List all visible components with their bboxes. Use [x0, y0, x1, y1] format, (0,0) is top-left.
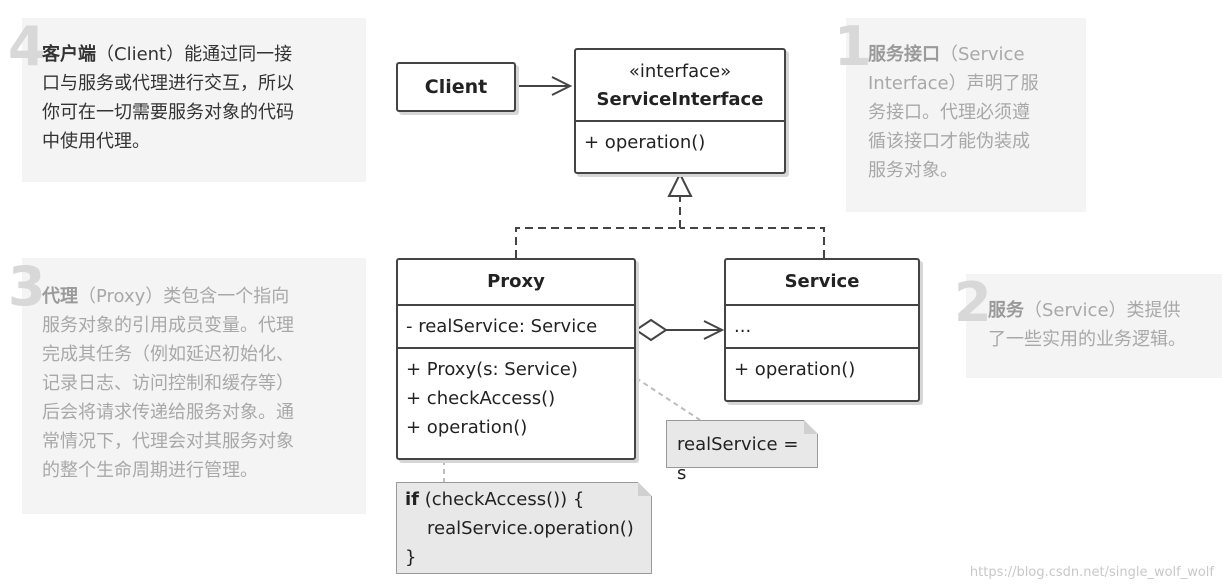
proxy-box: Proxy - realService: Service + Proxy(s: …: [396, 258, 636, 460]
service-methods: + operation(): [726, 347, 918, 390]
code-line: realService.operation(): [427, 518, 634, 539]
service-fields: ...: [726, 306, 918, 347]
note-fold: [638, 482, 652, 496]
aggregation-diamond: [634, 318, 668, 342]
callout-service: 2 服务（Service）类提供 了一些实用的业务逻辑。: [954, 274, 1222, 378]
callout-line: 循该接口才能伪装成: [868, 131, 1030, 152]
callout-title: 服务接口: [868, 44, 940, 65]
proxy-method: + operation(): [406, 417, 528, 438]
note-assign-text: realService = s: [677, 434, 799, 484]
proxy-field: - realService: Service: [406, 316, 598, 337]
callout-line: 服务对象的引用成员变量。代理: [42, 315, 294, 336]
callout-line: 完成其任务（例如延迟初始化、: [42, 344, 294, 365]
callout-number: 1: [834, 15, 872, 78]
service-field: ...: [734, 316, 752, 337]
callout-line: 口与服务或代理进行交互，所以: [42, 73, 294, 94]
callout-service-interface: 1 服务接口（Service Interface）声明了服 务接口。代理必须遵 …: [834, 18, 1086, 212]
callout-text: 服务（Service）类提供 了一些实用的业务逻辑。: [988, 296, 1186, 354]
callout-line: Interface）声明了服: [868, 73, 1039, 94]
callout-line: 的整个生命周期进行管理。: [42, 460, 258, 481]
callout-line: 后会将请求传递给服务对象。通: [42, 402, 294, 423]
realization-triangle: [667, 171, 693, 197]
code-line: (checkAccess()) {: [419, 489, 585, 510]
callout-line: （Client）能通过同一接: [96, 44, 293, 65]
callout-line: （Service: [940, 44, 1025, 65]
proxy-methods: + Proxy(s: Service) + checkAccess() + op…: [398, 347, 634, 448]
note-assign: realService = s: [666, 420, 818, 484]
proxy-fields: - realService: Service: [398, 306, 634, 347]
code-line: }: [405, 547, 417, 568]
note-code: if (checkAccess()) { realService.operati…: [396, 482, 652, 574]
callout-line: （Service）类提供: [1024, 300, 1181, 321]
client-association-arrowhead: [551, 76, 573, 96]
interface-name: ServiceInterface: [596, 89, 764, 110]
interface-methods: + operation(): [576, 122, 784, 163]
callout-line: 记录日志、访问控制和缓存等）: [42, 373, 294, 394]
service-header: Service: [726, 260, 918, 306]
callout-proxy: 3 代理（Proxy）类包含一个指向 服务对象的引用成员变量。代理 完成其任务（…: [8, 258, 366, 514]
callout-line: 了一些实用的业务逻辑。: [988, 329, 1186, 350]
callout-title: 代理: [42, 286, 78, 307]
callout-line: 务接口。代理必须遵: [868, 102, 1030, 123]
proxy-header: Proxy: [398, 260, 634, 306]
callout-client: 4 客户端（Client）能通过同一接 口与服务或代理进行交互，所以 你可在一切…: [8, 18, 366, 182]
client-box-label: Client: [424, 76, 488, 98]
callout-text: 代理（Proxy）类包含一个指向 服务对象的引用成员变量。代理 完成其任务（例如…: [42, 282, 294, 485]
watermark: https://blog.csdn.net/single_wolf_wolf: [969, 565, 1214, 580]
callout-number: 3: [8, 255, 46, 318]
code-keyword: if: [405, 489, 420, 510]
service-interface-box: «interface» ServiceInterface + operation…: [574, 48, 786, 174]
callout-text: 服务接口（Service Interface）声明了服 务接口。代理必须遵 循该…: [868, 40, 1039, 185]
proxy-realization-line: [515, 227, 680, 258]
service-method: + operation(): [734, 359, 856, 380]
note-fold: [804, 420, 818, 434]
callout-title: 服务: [988, 300, 1024, 321]
service-box: Service ... + operation(): [724, 258, 920, 402]
client-box: Client: [396, 62, 516, 112]
callout-text: 客户端（Client）能通过同一接 口与服务或代理进行交互，所以 你可在一切需要…: [42, 40, 294, 156]
service-realization-line: [680, 227, 825, 258]
callout-number: 2: [954, 271, 992, 334]
proxy-method: + Proxy(s: Service): [406, 359, 578, 380]
callout-line: 常情况下，代理会对其服务对象: [42, 431, 294, 452]
callout-line: （Proxy）类包含一个指向: [78, 286, 290, 307]
callout-line: 服务对象。: [868, 160, 958, 181]
interface-stereotype: «interface»: [628, 61, 732, 82]
service-interface-header: «interface» ServiceInterface: [576, 50, 784, 122]
proxy-method: + checkAccess(): [406, 388, 556, 409]
callout-title: 客户端: [42, 44, 96, 65]
callout-line: 中使用代理。: [42, 131, 150, 152]
callout-line: 你可在一切需要服务对象的代码: [42, 102, 294, 123]
interface-method: + operation(): [584, 132, 706, 153]
note-assign-connector: [635, 377, 701, 421]
callout-number: 4: [8, 15, 46, 78]
aggregation-arrowhead: [703, 320, 725, 340]
